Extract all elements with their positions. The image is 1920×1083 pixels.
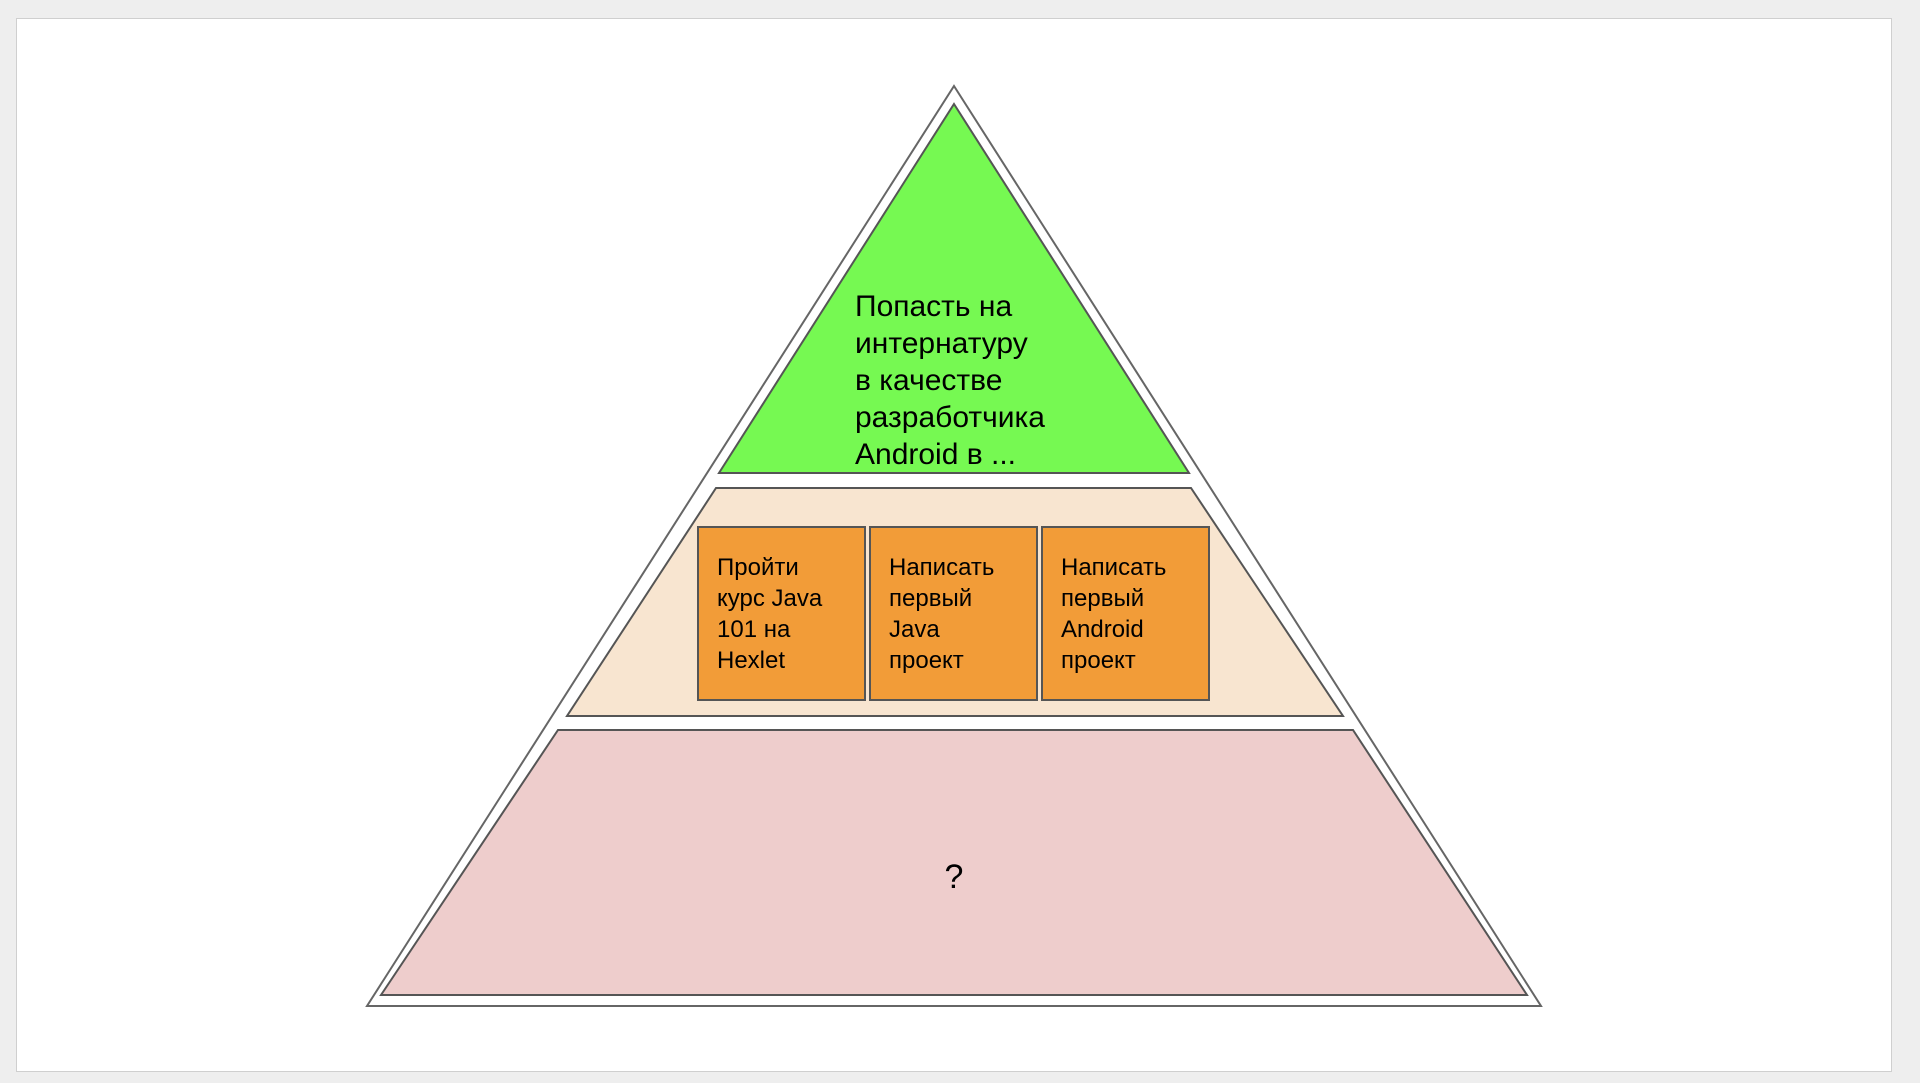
pyramid-bottom-tier: [379, 729, 1529, 996]
task-label-java-course: Пройти курс Java 101 на Hexlet: [717, 554, 823, 674]
base-question-label: ?: [944, 858, 964, 896]
task-box-java-course: [697, 526, 866, 701]
task-box-java-project: [869, 526, 1038, 701]
task-label-android-project: Написать первый Android проект: [1061, 554, 1167, 674]
task-box-android-project: [1041, 526, 1210, 701]
goal-label: Попасть на интернатуру в качестве разраб…: [855, 290, 1045, 471]
pyramid-top-tier: [717, 102, 1191, 474]
task-label-java-project: Написать первый Java проект: [889, 554, 995, 674]
